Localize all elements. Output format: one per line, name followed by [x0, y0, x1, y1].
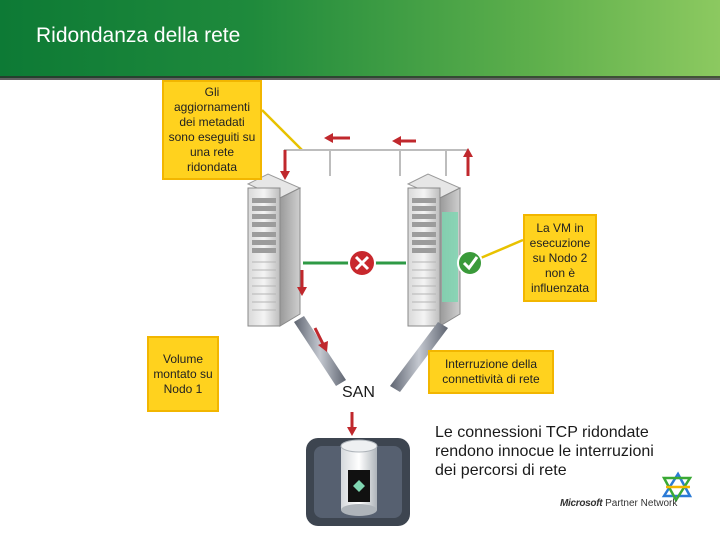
partner-network-logo: Microsoft Partner Network — [560, 498, 677, 509]
callout-connectivity-loss-text: Interruzione della connettività di rete — [442, 357, 540, 386]
arrow-storage-down — [347, 412, 357, 436]
metadata-network-path — [284, 149, 468, 176]
server-node-2 — [406, 173, 462, 327]
callout-vm-running: La VM in esecuzione su Nodo 2 non è infl… — [523, 214, 597, 302]
arrow-san-cable — [313, 327, 328, 352]
callout-vm-running-text: La VM in esecuzione su Nodo 2 non è infl… — [529, 220, 591, 295]
x-mark-icon — [348, 249, 376, 277]
san-cable-node2 — [390, 322, 448, 392]
partner-logo-icon — [661, 471, 693, 503]
arrow-metadata-left-1 — [324, 133, 350, 143]
tcp-note: Le connessioni TCP ridondate rendono inn… — [435, 424, 654, 479]
header-bar — [0, 0, 720, 78]
vm-highlight — [442, 212, 458, 302]
storage-cylinder-icon — [340, 439, 378, 516]
callout-volume-mounted: Volume montato su Nodo 1 — [147, 336, 219, 412]
callout-connector-metadata — [261, 109, 303, 151]
brand-program: Partner Network — [605, 498, 678, 509]
san-cable-node1 — [294, 316, 346, 386]
callout-metadata-updates: Gli aggiornamenti dei metadati sono eseg… — [162, 80, 262, 180]
checkmark-icon — [457, 250, 483, 276]
server-node-1 — [246, 173, 302, 327]
header-divider — [0, 76, 720, 80]
callout-connector-vm — [475, 238, 524, 262]
san-label: SAN — [342, 384, 375, 401]
arrow-metadata-up — [463, 148, 473, 176]
arrow-metadata-down — [280, 150, 290, 180]
arrow-metadata-left-2 — [392, 136, 416, 146]
callout-connectivity-loss: Interruzione della connettività di rete — [428, 350, 554, 394]
arrow-node1-down — [297, 270, 307, 296]
brand-company: Microsoft — [560, 498, 603, 509]
callout-volume-mounted-text: Volume montato su Nodo 1 — [153, 351, 213, 396]
callout-metadata-updates-text: Gli aggiornamenti dei metadati sono eseg… — [168, 85, 256, 174]
slide-title: Ridondanza della rete — [36, 24, 241, 47]
